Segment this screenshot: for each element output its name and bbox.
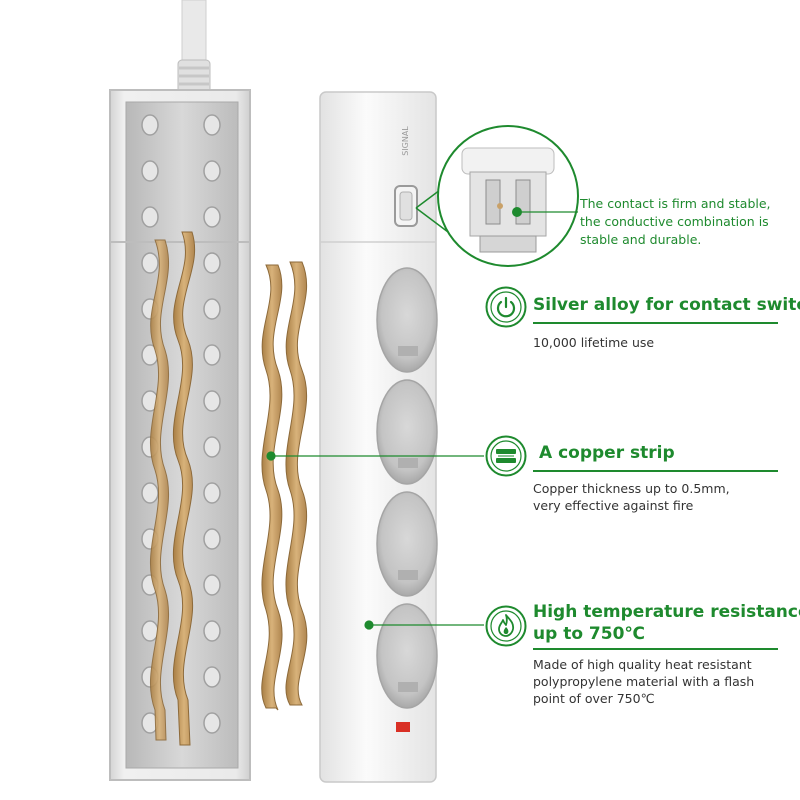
socket [376,267,438,373]
socket [376,603,438,709]
feature-copper-description: Copper thickness up to 0.5mm, very effec… [533,480,730,514]
feature-switch-description: 10,000 lifetime use [533,335,655,350]
power-icon [485,286,527,328]
housing-post [203,390,221,412]
housing-post [141,482,159,504]
feature-heat-title-line: High temperature resistance [533,602,800,622]
feature-heat-description-line: Made of high quality heat resistant [533,657,752,672]
feature-heat-underline [533,648,778,650]
socket [376,491,438,597]
feature-heat-title-line: up to 750℃ [533,624,645,644]
feature-copper-title: A copper strip [539,443,675,463]
feature-heat-description-line: polypropylene material with a flash [533,674,755,689]
housing-post [141,206,159,228]
housing-post [203,160,221,182]
housing-post [203,712,221,734]
brand-mark: SIGNAL [401,126,410,156]
housing-post [141,160,159,182]
housing-post [203,620,221,642]
feature-switch-underline [533,322,778,324]
power-strip-body [319,91,438,783]
socket [376,379,438,485]
housing-post [203,298,221,320]
housing-post [203,344,221,366]
copper-strip-icon [485,435,527,477]
housing-post [141,620,159,642]
contact-callout-line: stable and durable. [580,232,702,247]
loose-copper-strips [261,261,308,711]
feature-heat-title: High temperature resistance up to 750℃ [533,601,800,645]
flame-icon [485,605,527,647]
installed-copper-strips [150,231,196,746]
feature-heat-description: Made of high quality heat resistant poly… [533,656,754,707]
housing-post [203,574,221,596]
feature-copper-underline [533,470,778,472]
housing-post [203,528,221,550]
feature-switch-title: Silver alloy for contact switch [533,295,800,315]
housing-post [203,436,221,458]
housing-post [141,114,159,136]
housing-post [203,252,221,274]
housing-post [203,482,221,504]
housing-post [141,252,159,274]
zoom-detail [415,125,579,267]
feature-heat-description-line: point of over 750℃ [533,691,655,706]
feature-copper-description-line: Copper thickness up to 0.5mm, [533,481,730,496]
contact-callout: The contact is firm and stable, the cond… [580,195,795,249]
housing-post [203,206,221,228]
contact-callout-line: The contact is firm and stable, [580,196,771,211]
contact-callout-line: the conductive combination is [580,214,769,229]
feature-copper-description-line: very effective against fire [533,498,694,513]
housing-post [203,666,221,688]
housing-post [203,114,221,136]
leader-lines [266,211,578,630]
